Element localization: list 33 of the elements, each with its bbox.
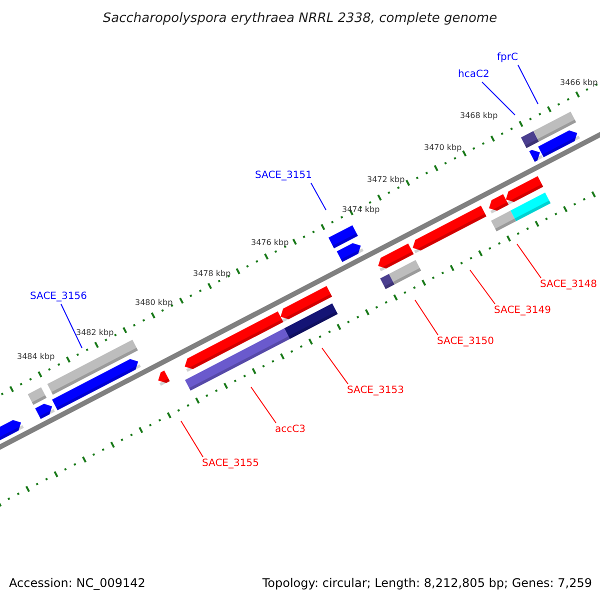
position-label: 3480 kbp xyxy=(135,298,173,308)
footer-text: Topology: circular; Length: 8,212,805 bp; Genes: 7,259 xyxy=(262,575,592,591)
leader-line xyxy=(60,304,82,348)
position-label: 3470 kbp xyxy=(424,143,462,153)
leader-line xyxy=(470,270,496,304)
gene-label: SACE_3148 xyxy=(540,278,597,292)
leader-line xyxy=(180,420,204,458)
gene-label: accC3 xyxy=(275,423,306,437)
gene-label: SACE_3149 xyxy=(494,304,551,318)
position-label: 3476 kbp xyxy=(251,238,289,248)
gene-label: SACE_3153 xyxy=(347,384,404,398)
gene-label: hcaC2 xyxy=(458,68,490,82)
title: Saccharopolyspora erythraea NRRL 2338, complete genome xyxy=(102,10,498,28)
leader-line xyxy=(310,182,326,210)
leader-line xyxy=(414,300,438,336)
leader-line xyxy=(250,386,276,424)
position-label: 3478 kbp xyxy=(193,269,231,279)
position-label: 3482 kbp xyxy=(76,328,114,338)
position-label: 3474 kbp xyxy=(342,205,380,215)
leader-line xyxy=(516,244,542,278)
gene-label: SACE_3155 xyxy=(202,457,259,471)
position-label: 3468 kbp xyxy=(460,111,498,121)
leader-line xyxy=(518,64,538,104)
position-label: 3466 kbp xyxy=(560,78,598,88)
leader-line xyxy=(322,348,348,384)
position-label: 3484 kbp xyxy=(17,352,55,362)
gene-label: SACE_3150 xyxy=(437,335,494,349)
gene-label: SACE_3156 xyxy=(30,290,87,304)
footer-text: Accession: NC_009142 xyxy=(9,575,146,591)
position-label: 3472 kbp xyxy=(367,175,405,185)
gene-label: fprC xyxy=(497,51,518,65)
gene-label: SACE_3151 xyxy=(255,169,312,183)
leader-line xyxy=(482,82,516,116)
